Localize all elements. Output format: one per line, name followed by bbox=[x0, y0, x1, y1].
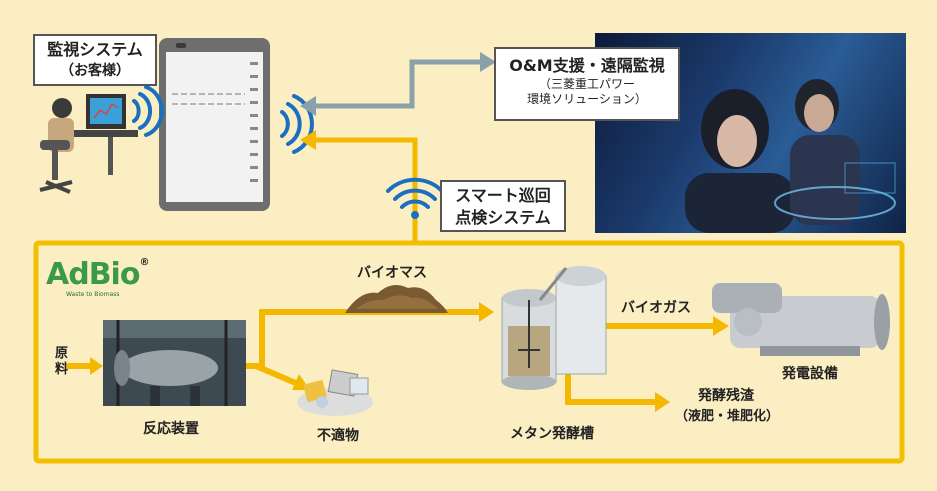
power-generator-image bbox=[712, 283, 890, 356]
om-support-box: O&M支援・遠隔監視 （三菱重工パワー 環境ソリューション） bbox=[494, 47, 680, 121]
monitor-system-title: 監視システム bbox=[47, 40, 143, 59]
methane-tank-image bbox=[501, 266, 607, 390]
biomass-pile-image bbox=[345, 284, 448, 313]
om-support-title: O&M支援・遠隔監視 bbox=[509, 56, 665, 75]
person-body-shape bbox=[685, 173, 795, 233]
reactor-label: 反応装置 bbox=[143, 421, 199, 437]
operator-at-desk-icon bbox=[39, 94, 138, 194]
power-plant-label: 発電設備 bbox=[782, 366, 838, 382]
raw-material-label: 原料 bbox=[55, 346, 69, 377]
monitor-system-box: 監視システム （お客様） bbox=[33, 34, 157, 86]
smart-patrol-line2: 点検システム bbox=[455, 208, 551, 227]
person2-body-shape bbox=[790, 135, 860, 225]
methane-tank-label: メタン発酵槽 bbox=[510, 426, 594, 442]
smart-patrol-box: スマート巡回 点検システム bbox=[440, 180, 566, 232]
tablet-device bbox=[159, 38, 270, 211]
adbio-system-frame bbox=[33, 240, 905, 464]
biogas-label: バイオガス bbox=[621, 300, 691, 316]
person2-face-shape bbox=[804, 94, 834, 132]
wifi-dot-icon bbox=[411, 211, 419, 219]
om-comm-arrow bbox=[300, 52, 496, 116]
residue-note-label: （液肥・堆肥化） bbox=[675, 409, 780, 424]
residue-label: 発酵残渣 bbox=[698, 388, 754, 404]
smart-patrol-line1: スマート巡回 bbox=[455, 186, 551, 205]
monitor-system-subtitle: （お客様） bbox=[60, 63, 130, 79]
smart-patrol-arrow bbox=[300, 130, 418, 243]
adbio-logo: AdBio® bbox=[46, 257, 149, 292]
wifi-icon bbox=[386, 177, 444, 209]
biomass-label: バイオマス bbox=[357, 265, 427, 281]
person-face-shape bbox=[717, 115, 757, 167]
om-support-line2: 環境ソリューション） bbox=[527, 92, 647, 106]
adbio-logo-mark: ® bbox=[139, 257, 149, 268]
unsuitable-label: 不適物 bbox=[317, 428, 359, 444]
adbio-logo-tagline: Waste to Biomass bbox=[66, 291, 120, 298]
hologram-ring-shape bbox=[774, 186, 896, 220]
unsuitable-waste-image bbox=[297, 369, 373, 416]
hud-panel2-shape bbox=[844, 162, 896, 194]
tablet-signal-icon bbox=[280, 94, 314, 154]
om-support-line1: （三菱重工パワー bbox=[538, 77, 635, 91]
reactor-image bbox=[103, 320, 246, 406]
adbio-logo-text: AdBio bbox=[46, 257, 140, 292]
operator-signal-icon bbox=[132, 85, 164, 137]
